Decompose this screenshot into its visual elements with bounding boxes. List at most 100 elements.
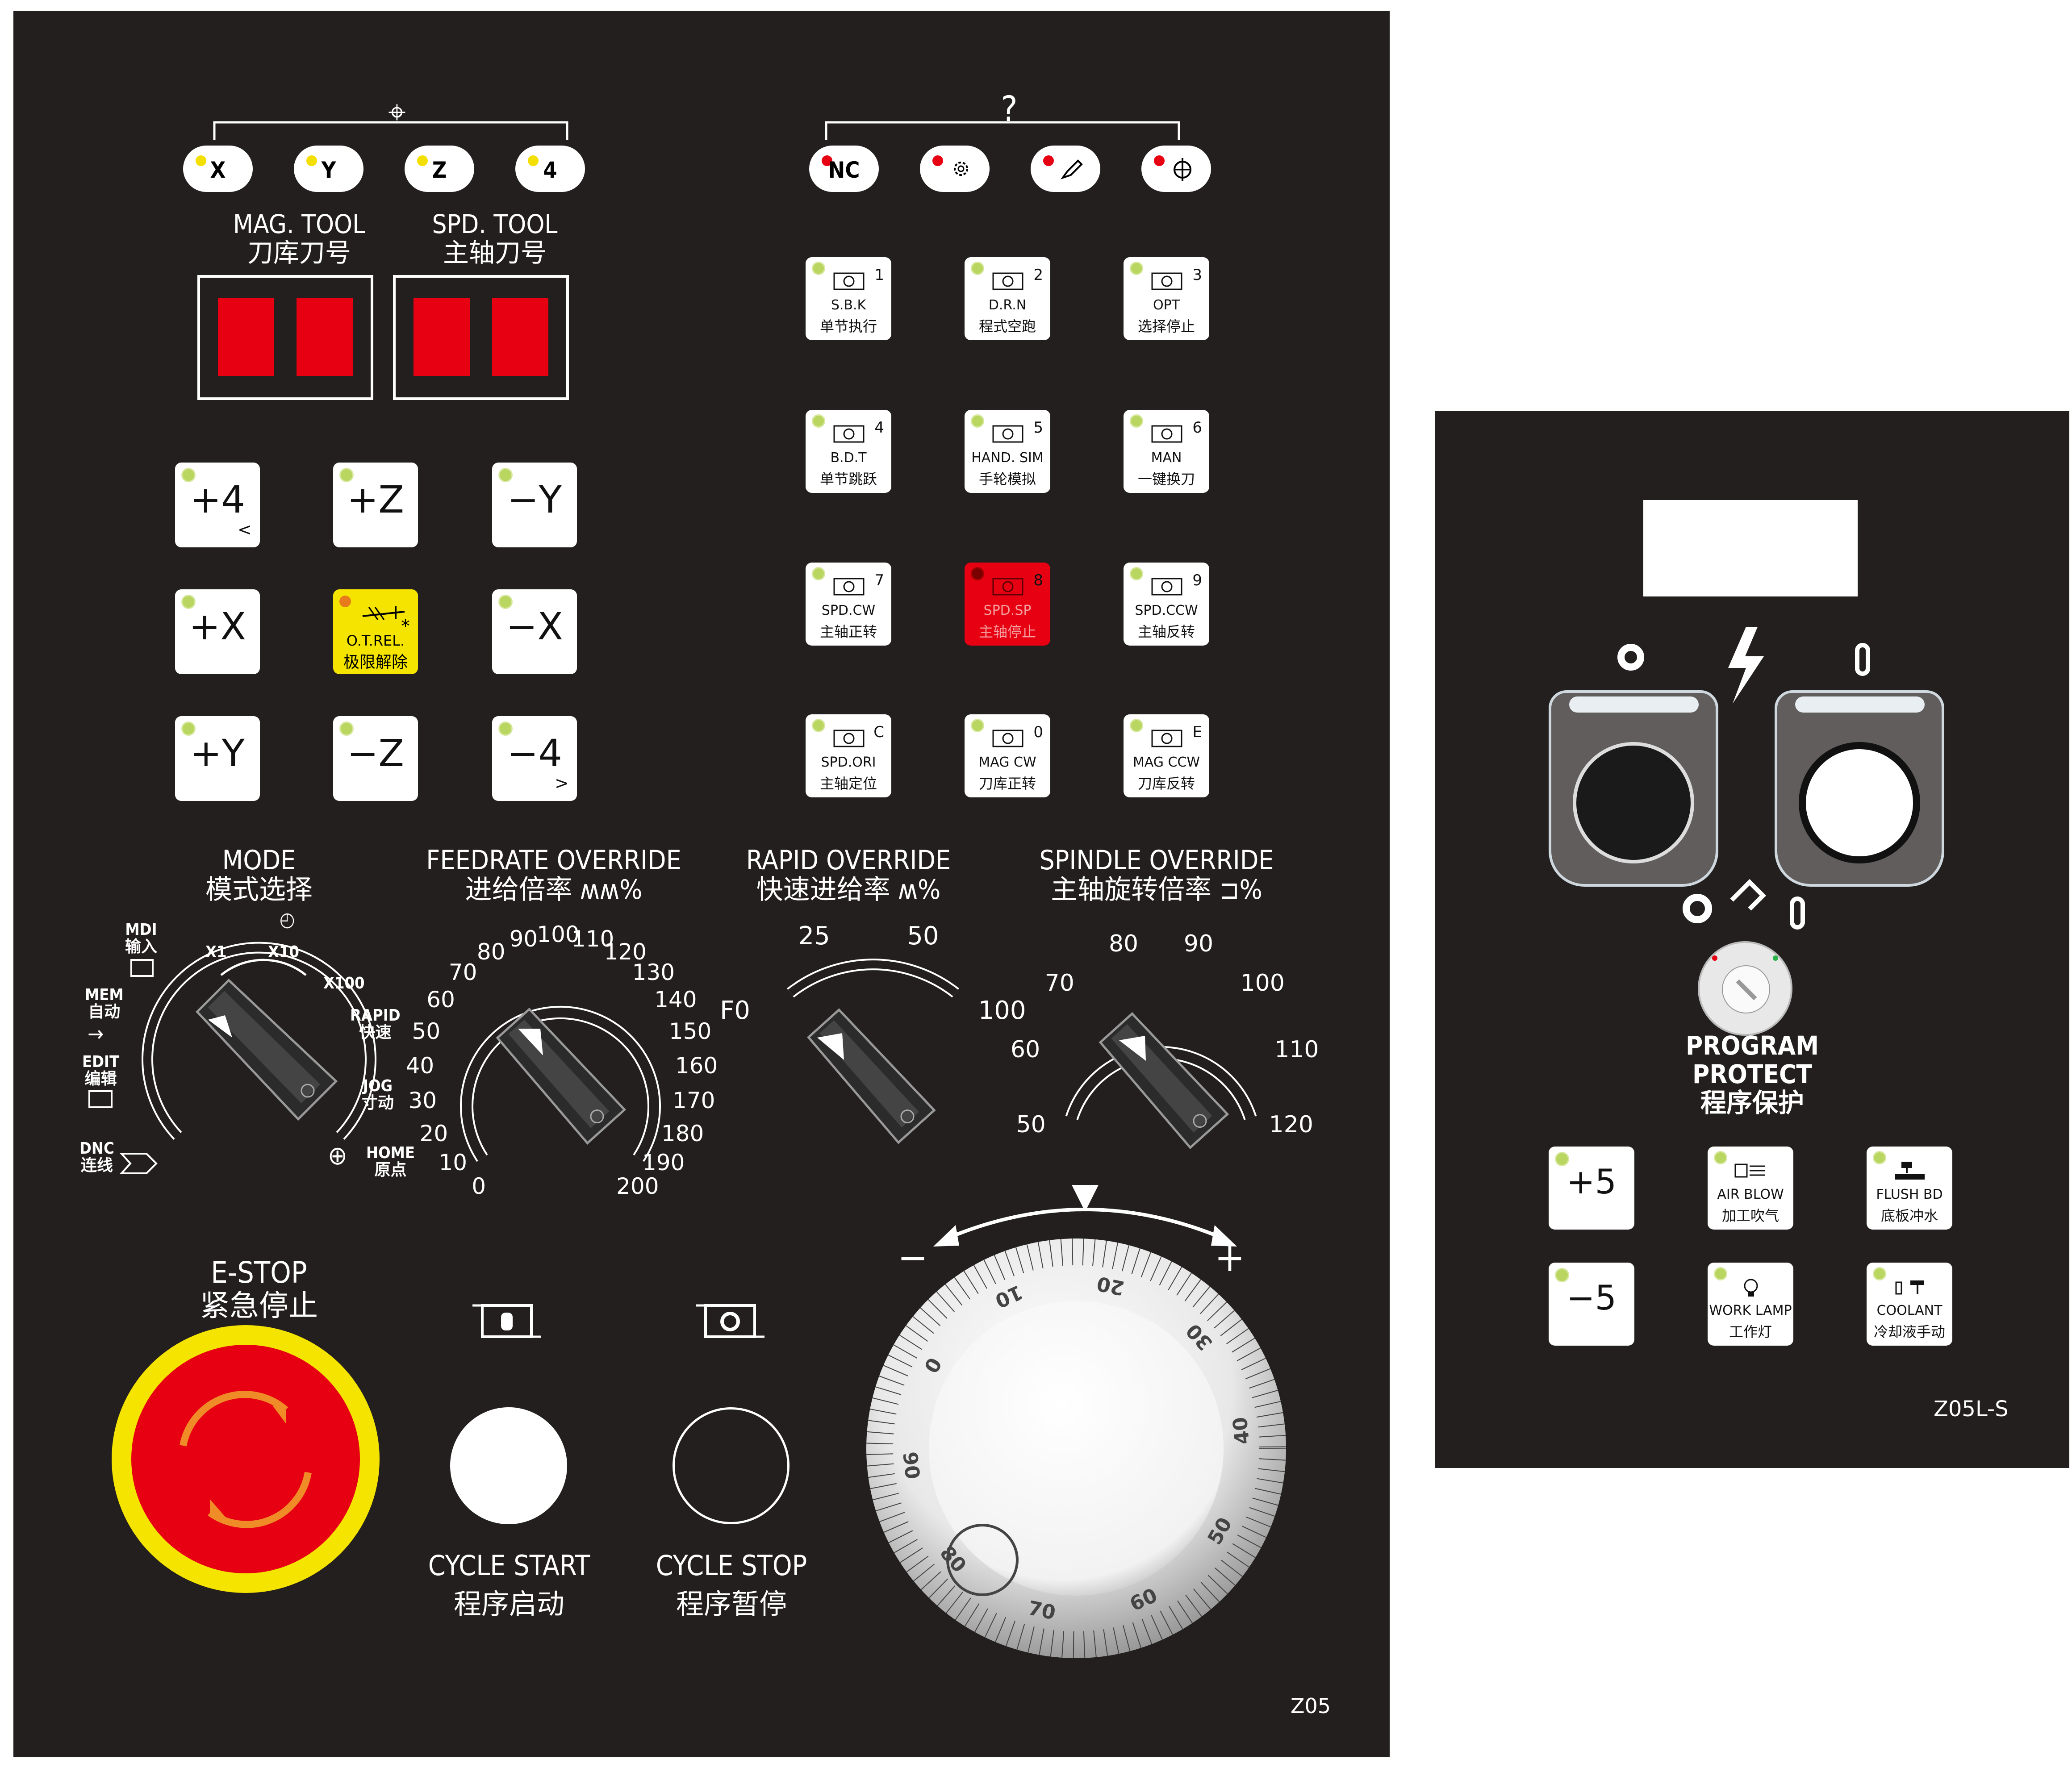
main-model-label: Z05	[1291, 1694, 1331, 1718]
dial-tick-label: 100	[1240, 969, 1285, 997]
led-indicator	[971, 262, 984, 275]
dial-tick-label: 50	[1016, 1111, 1046, 1138]
mode-selector-knob[interactable]	[130, 908, 415, 1194]
jog-minus-z-button[interactable]: −Z	[333, 716, 418, 801]
power-on-button[interactable]	[1799, 742, 1920, 863]
tool-status-button[interactable]	[1031, 146, 1100, 192]
jog-plus-y-button[interactable]: +Y	[175, 716, 260, 801]
mode-jog-label: JOG	[363, 1077, 393, 1095]
feed-override-title: FEEDRATE OVERRIDE	[426, 845, 681, 876]
key-rotate-arrow-icon	[1730, 879, 1767, 911]
dial-tick-label: 100	[978, 996, 1026, 1025]
mode-edit-label-zh: 编辑	[84, 1070, 117, 1088]
origin-status-button[interactable]	[1141, 146, 1211, 192]
side-model-label: Z05L-S	[1934, 1397, 2009, 1422]
dnc-icon	[120, 1153, 158, 1174]
aux-minus-5-button[interactable]: −5	[1549, 1263, 1634, 1346]
jog-plus-z-button[interactable]: +Z	[333, 463, 418, 547]
dial-tick-label: 60	[1011, 1036, 1040, 1063]
spd-tool-display	[393, 275, 569, 400]
overtravel-release-button[interactable]: * O.T.REL. 极限解除	[333, 589, 418, 674]
axis-y-button[interactable]: Y	[294, 146, 363, 192]
spindle-override-title-zh: 主轴旋转倍率	[1051, 874, 1212, 905]
power-off-button[interactable]	[1573, 742, 1694, 863]
led-indicator	[196, 155, 206, 166]
gear-status-button[interactable]	[920, 146, 990, 192]
handwheel-direction-arc	[933, 1185, 1237, 1247]
key-on-symbol	[1790, 897, 1805, 930]
led-indicator	[1714, 1267, 1727, 1280]
power-on-symbol	[1855, 643, 1870, 676]
led-indicator	[498, 721, 513, 736]
mode-dnc-label: DNC	[79, 1139, 114, 1158]
mode-home-label-zh: 原点	[374, 1161, 407, 1179]
power-on-guard	[1775, 690, 1944, 887]
optional-stop-icon	[1151, 272, 1182, 290]
rapid-override-knob[interactable]	[764, 930, 978, 1163]
led-indicator	[1130, 262, 1143, 275]
cycle-start-icon	[472, 1304, 541, 1338]
dial-tick-label: 110	[571, 926, 614, 952]
axis-x-button[interactable]: X	[183, 146, 253, 192]
cycle-stop-button[interactable]	[673, 1407, 790, 1524]
mode-mem-label: MEM	[85, 986, 124, 1004]
spindle-override-knob[interactable]	[1054, 948, 1268, 1163]
tool-icon	[1060, 159, 1083, 179]
dial-tick-label: 80	[476, 938, 505, 965]
mag-tool-label: MAG. TOOL	[233, 209, 366, 239]
led-indicator	[971, 719, 984, 732]
cycle-start-button[interactable]	[450, 1407, 567, 1524]
mode-home-label: HOME	[366, 1144, 415, 1162]
handwheel-number: 90	[898, 1451, 924, 1480]
estop-mushroom	[131, 1345, 360, 1573]
axis-z-button[interactable]: Z	[405, 146, 474, 192]
led-indicator	[181, 721, 196, 736]
estop-button[interactable]	[112, 1325, 380, 1593]
key-icon	[1736, 979, 1757, 1001]
axis-4-button[interactable]: 4	[515, 146, 585, 192]
gear-icon	[954, 162, 968, 176]
aux-plus-5-button[interactable]: +5	[1549, 1147, 1634, 1230]
jog-minus-x-button[interactable]: −X	[492, 589, 577, 674]
mode-x1-label: X1	[205, 943, 227, 961]
program-protect-keyswitch[interactable]	[1698, 941, 1792, 1036]
jog-minus-y-button[interactable]: −Y	[492, 463, 577, 547]
feedrate-override-knob[interactable]	[451, 948, 674, 1207]
nc-status-button[interactable]: NC	[809, 146, 879, 192]
main-control-panel: ⌖ X Y Z 4 ? NC MAG. TOOL 刀库刀号 SPD. TOOL …	[13, 11, 1390, 1757]
handwheel-number: 40	[1228, 1416, 1254, 1446]
led-indicator	[812, 567, 825, 580]
mode-title: MODE	[222, 845, 296, 876]
jog-plus-x-button[interactable]: +X	[175, 589, 260, 674]
dial-tick-label: 40	[405, 1052, 434, 1079]
feed-wave-icon: ʍʍ	[580, 874, 620, 905]
spindle-cw-icon	[833, 578, 865, 596]
jog-minus-4-button[interactable]: −4>	[492, 716, 577, 801]
jog-plus-4-button[interactable]: +4<	[175, 463, 260, 547]
spd-tool-label-zh: 主轴刀号	[443, 238, 547, 268]
guard-hinge	[1795, 696, 1925, 713]
lightning-icon	[1728, 627, 1764, 704]
mode-dnc-label-zh: 连线	[80, 1156, 113, 1175]
handwheel-plus-label: +	[1215, 1234, 1245, 1281]
led-indicator	[932, 155, 943, 166]
spindle-unit: %	[1239, 874, 1262, 905]
side-display-window	[1643, 500, 1858, 596]
